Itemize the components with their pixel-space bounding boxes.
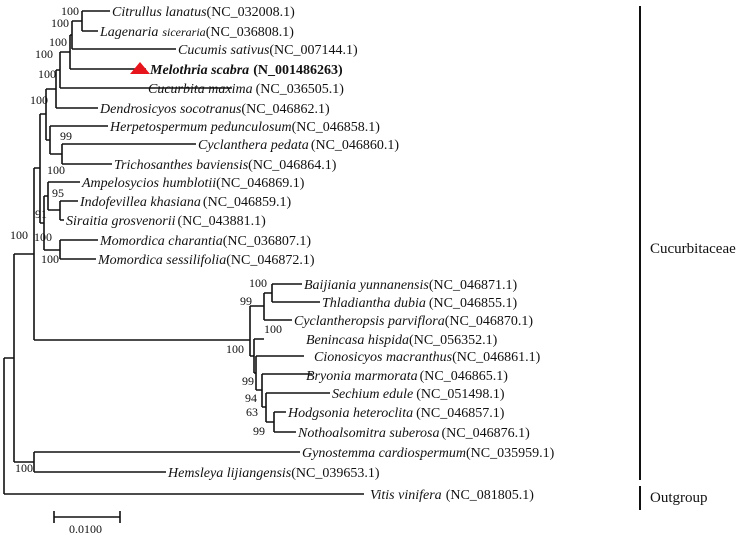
bootstrap-value: 100 (249, 276, 267, 290)
branch (69, 34, 146, 70)
bootstrap-value: 94 (245, 391, 257, 405)
group-label-outgroup: Outgroup (650, 490, 708, 506)
bootstrap-value: 100 (15, 461, 33, 475)
tree-branches (3, 10, 364, 495)
scale-bar-line (53, 511, 121, 523)
branch (59, 239, 98, 260)
taxon-label: Siraitia grosvenorii(NC_043881.1) (66, 214, 266, 229)
bootstrap-value: 100 (49, 35, 67, 49)
taxon-label: Nothoalsomitra suberosa(NC_046876.1) (297, 426, 530, 441)
highlighted-taxon: Melothria scabra(N_001486263) (130, 62, 343, 78)
taxon-label: Hodgsonia heteroclita(NC_046857.1) (287, 406, 505, 421)
group-brackets: Cucurbitaceae Outgroup (639, 6, 736, 510)
branch (255, 355, 304, 391)
bootstrap-value: 100 (61, 4, 79, 18)
bootstrap-value: 91 (35, 207, 47, 221)
taxon-label: Vitis vinifera(NC_081805.1) (370, 488, 534, 503)
taxon-label: Bryonia marmorata(NC_046865.1) (306, 369, 508, 384)
bootstrap-value: 100 (226, 342, 244, 356)
branch (261, 373, 312, 408)
taxon-label: Citrullus lanatus(NC_032008.1) (112, 5, 295, 20)
taxon-label: Hemsleya lijiangensis(NC_039653.1) (167, 466, 380, 481)
taxon-label: Momordica charantia(NC_036807.1) (99, 234, 311, 249)
branch (49, 125, 108, 155)
branch (55, 69, 98, 109)
bootstrap-value: 100 (38, 67, 56, 81)
taxon-label: Cucumis sativus(NC_007144.1) (178, 43, 358, 58)
taxon-label: Herpetospermum pedunculosum(NC_046858.1) (109, 120, 380, 135)
taxon-label: Momordica sessilifolia(NC_046872.1) (97, 253, 315, 268)
bootstrap-value: 99 (253, 424, 265, 438)
taxon-label: Melothria scabra(N_001486263) (149, 63, 343, 78)
taxon-label: Trichosanthes baviensis(NC_046864.1) (114, 158, 337, 173)
scale-bar: 0.0100 (53, 511, 121, 535)
taxon-label: Cionosicyos macranthus(NC_046861.1) (314, 350, 541, 365)
bootstrap-value: 100 (10, 228, 28, 242)
red-triangle-icon (130, 62, 150, 74)
taxon-label: Baijiania yunnanensis(NC_046871.1) (304, 278, 517, 293)
bootstrap-labels: 100 100 100 100 100 100 99 100 95 91 100… (10, 4, 282, 475)
taxon-label: Benincasa hispida(NC_056352.1) (306, 333, 498, 348)
bootstrap-value: 100 (34, 230, 52, 244)
scale-bar-label: 0.0100 (69, 522, 102, 535)
taxon-label: Thladiantha dubia(NC_046855.1) (322, 296, 517, 311)
bootstrap-value: 99 (60, 129, 72, 143)
bootstrap-value: 63 (246, 405, 258, 419)
bootstrap-value: 99 (240, 294, 252, 308)
taxon-label: Gynostemma cardiospermum(NC_035959.1) (302, 446, 555, 461)
branch (249, 305, 264, 357)
taxon-labels: Citrullus lanatus(NC_032008.1) Lagenaria… (66, 5, 555, 503)
bootstrap-value: 100 (30, 93, 48, 107)
taxon-label: Cucurbita maxima(NC_036505.1) (148, 82, 344, 97)
branch (263, 292, 292, 321)
bootstrap-value: 100 (41, 252, 59, 266)
taxon-label: Ampelosycios humblotii(NC_046869.1) (81, 176, 305, 191)
bootstrap-value: 100 (47, 163, 65, 177)
taxon-label: Sechium edule(NC_051498.1) (332, 387, 505, 402)
bootstrap-value: 100 (51, 16, 69, 30)
taxon-label: Dendrosicyos socotranus(NC_046862.1) (99, 102, 330, 117)
taxon-label: Cyclanthera pedata(NC_046860.1) (198, 138, 399, 153)
branch (3, 357, 364, 495)
bootstrap-value: 95 (52, 186, 64, 200)
taxon-label: Indofevillea khasiana(NC_046859.1) (79, 195, 292, 210)
group-label-cucurbitaceae: Cucurbitaceae (650, 241, 736, 257)
branch (13, 253, 34, 463)
bootstrap-value: 100 (35, 47, 53, 61)
taxon-label: Cyclantheropsis parviflora(NC_046870.1) (294, 314, 533, 329)
bootstrap-value: 99 (242, 374, 254, 388)
bootstrap-value: 100 (264, 322, 282, 336)
